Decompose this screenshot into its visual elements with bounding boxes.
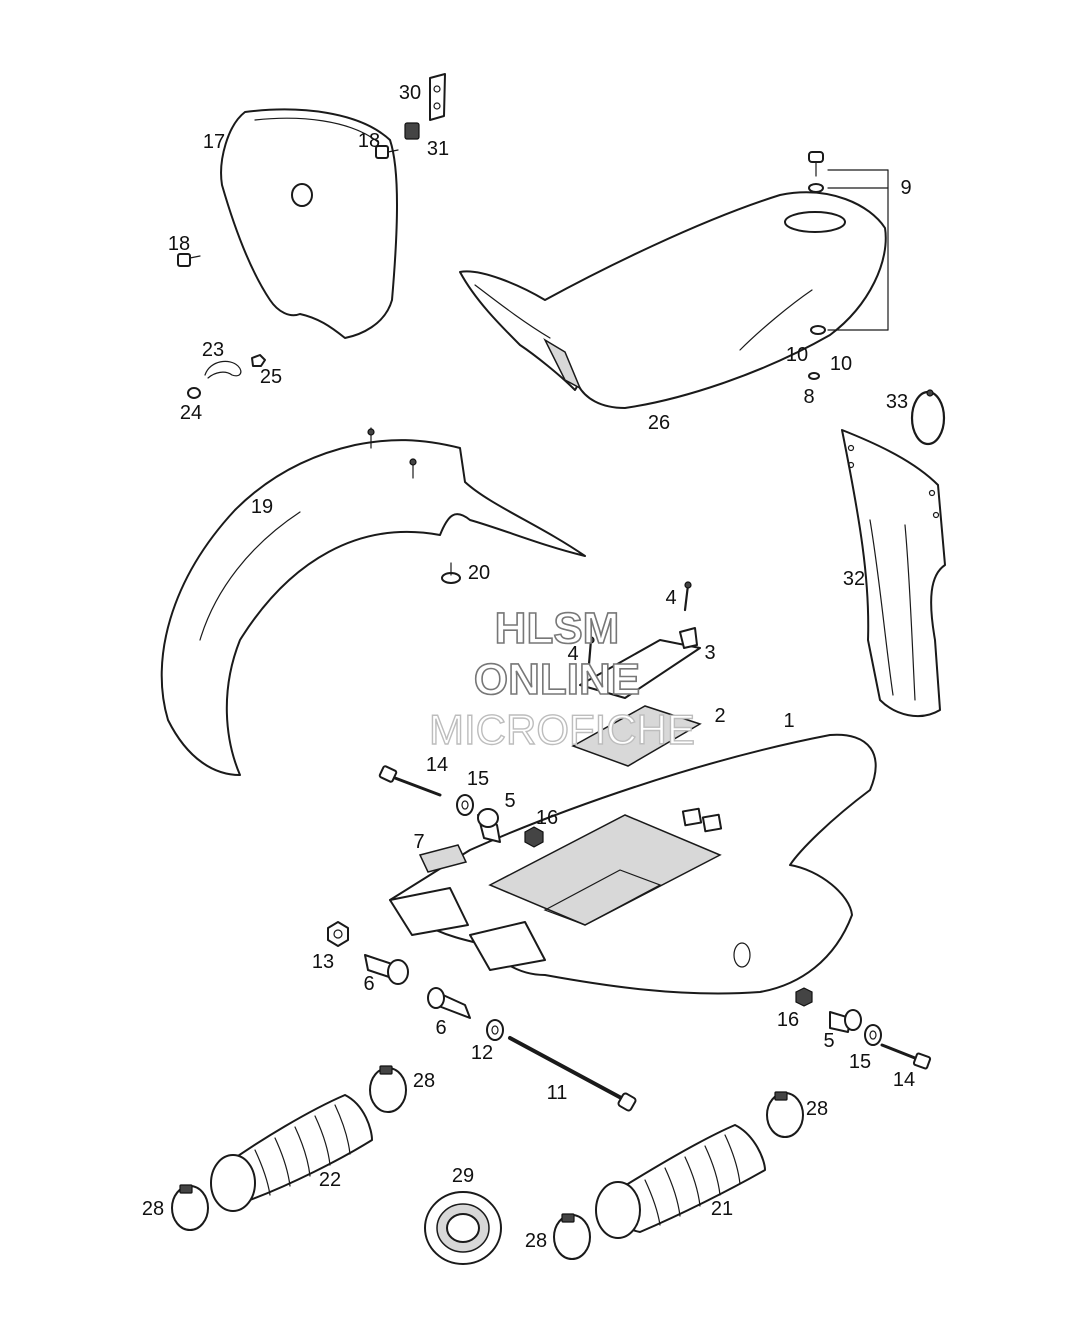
part-7-pad [418,844,468,873]
callout-label: 21 [711,1198,733,1220]
callout-label: 23 [202,339,224,361]
part-6-sleeve-lower [427,987,471,1019]
part-4-screw-upper [683,581,692,612]
part-13-nut [327,921,349,947]
watermark-line-2: ONLINE [474,655,640,704]
part-18-screw-upper [375,145,399,159]
part-31-clip-nut [404,122,420,140]
callout-label: 30 [399,82,421,104]
callout-label: 32 [843,568,865,590]
part-25-nut [251,354,266,367]
callout-label: 29 [452,1165,474,1187]
callout-label: 5 [823,1030,834,1052]
watermark-line-3: MICROFICHE [429,706,695,753]
part-9-seat-bolt [808,151,889,331]
callout-label: 28 [806,1098,828,1120]
part-28-hose-clamp-2 [171,1184,209,1231]
callout-label: 26 [648,412,670,434]
callout-label: 14 [426,754,448,776]
part-21-bellows-boot [595,1124,766,1239]
part-30-bracket [429,73,446,121]
callout-label: 12 [471,1042,493,1064]
part-14-bolt-upper [378,765,442,797]
callout-label: 5 [504,790,515,812]
callout-label: 11 [547,1082,568,1104]
callout-label: 18 [168,233,190,255]
part-16-nut-lower [795,987,813,1007]
part-23-spring-clip [204,360,242,379]
callout-labels: 1 2 3 4 4 5 5 6 6 7 8 9 10 10 11 12 13 1… [142,82,915,1252]
callout-label: 1 [783,710,794,732]
callout-label: 15 [849,1051,871,1073]
part-6-sleeve-upper [364,954,409,985]
part-5-spacer-upper [477,808,501,843]
part-18-screw-left [177,253,201,267]
part-3-cover-plate [579,627,701,699]
part-24-grommet [187,387,201,399]
callout-label: 10 [786,344,808,366]
part-4-screw-lower [587,636,595,666]
callout-label: 25 [260,366,282,388]
callout-label: 4 [665,587,676,609]
callout-label: 6 [363,973,374,995]
callout-label: 2 [714,705,725,727]
callout-label: 16 [536,807,558,829]
watermark: HLSM ONLINE MICROFICHE [428,603,695,754]
callout-label: 28 [525,1230,547,1252]
watermark-line-1: HLSM [495,604,620,653]
callout-label: 20 [468,562,490,584]
part-17-headlight-mask [220,108,398,339]
part-16-nut-upper [524,826,544,848]
callout-label: 28 [142,1198,164,1220]
callout-label: 4 [567,643,578,665]
callout-label: 9 [900,177,911,199]
part-2-pad [571,705,702,767]
callout-label: 33 [886,391,908,413]
part-1-rear-fender [389,733,877,995]
callout-label: 22 [319,1169,341,1191]
part-28-hose-clamp-4 [553,1213,591,1260]
part-28-hose-clamp-1 [369,1065,407,1113]
callout-label: 14 [893,1069,915,1091]
callout-label: 28 [413,1070,435,1092]
callout-label: 8 [803,386,814,408]
part-19-front-fender [160,427,586,776]
callout-label: 31 [427,138,449,160]
callout-label: 3 [704,642,715,664]
callout-label: 17 [203,131,225,153]
part-29-grommet-ring [424,1191,502,1265]
part-32-mud-flap [841,429,946,718]
part-22-bellows-boot [210,1094,373,1212]
callout-label: 15 [467,768,489,790]
callout-label: 6 [435,1017,446,1039]
part-28-hose-clamp-3 [766,1091,804,1138]
callout-label: 7 [413,831,424,853]
part-12-washer [486,1019,504,1041]
part-14-bolt-lower [880,1043,932,1070]
part-8-nut [808,372,820,380]
part-26-seat [459,191,887,409]
part-15-washer-upper [456,794,474,816]
part-20-screw [441,562,461,584]
callout-label: 13 [312,951,334,973]
part-10-washer [810,325,826,335]
callout-label: 18 [358,130,380,152]
part-11-long-bolt [508,1036,637,1112]
part-5-spacer-lower [829,1009,862,1033]
part-33-clamp-ring [910,389,946,446]
callout-label: 24 [180,402,202,424]
part-15-washer-lower [864,1024,882,1046]
callout-label: 16 [777,1009,799,1031]
callout-label: 10 [830,353,852,375]
callout-label: 19 [251,496,273,518]
